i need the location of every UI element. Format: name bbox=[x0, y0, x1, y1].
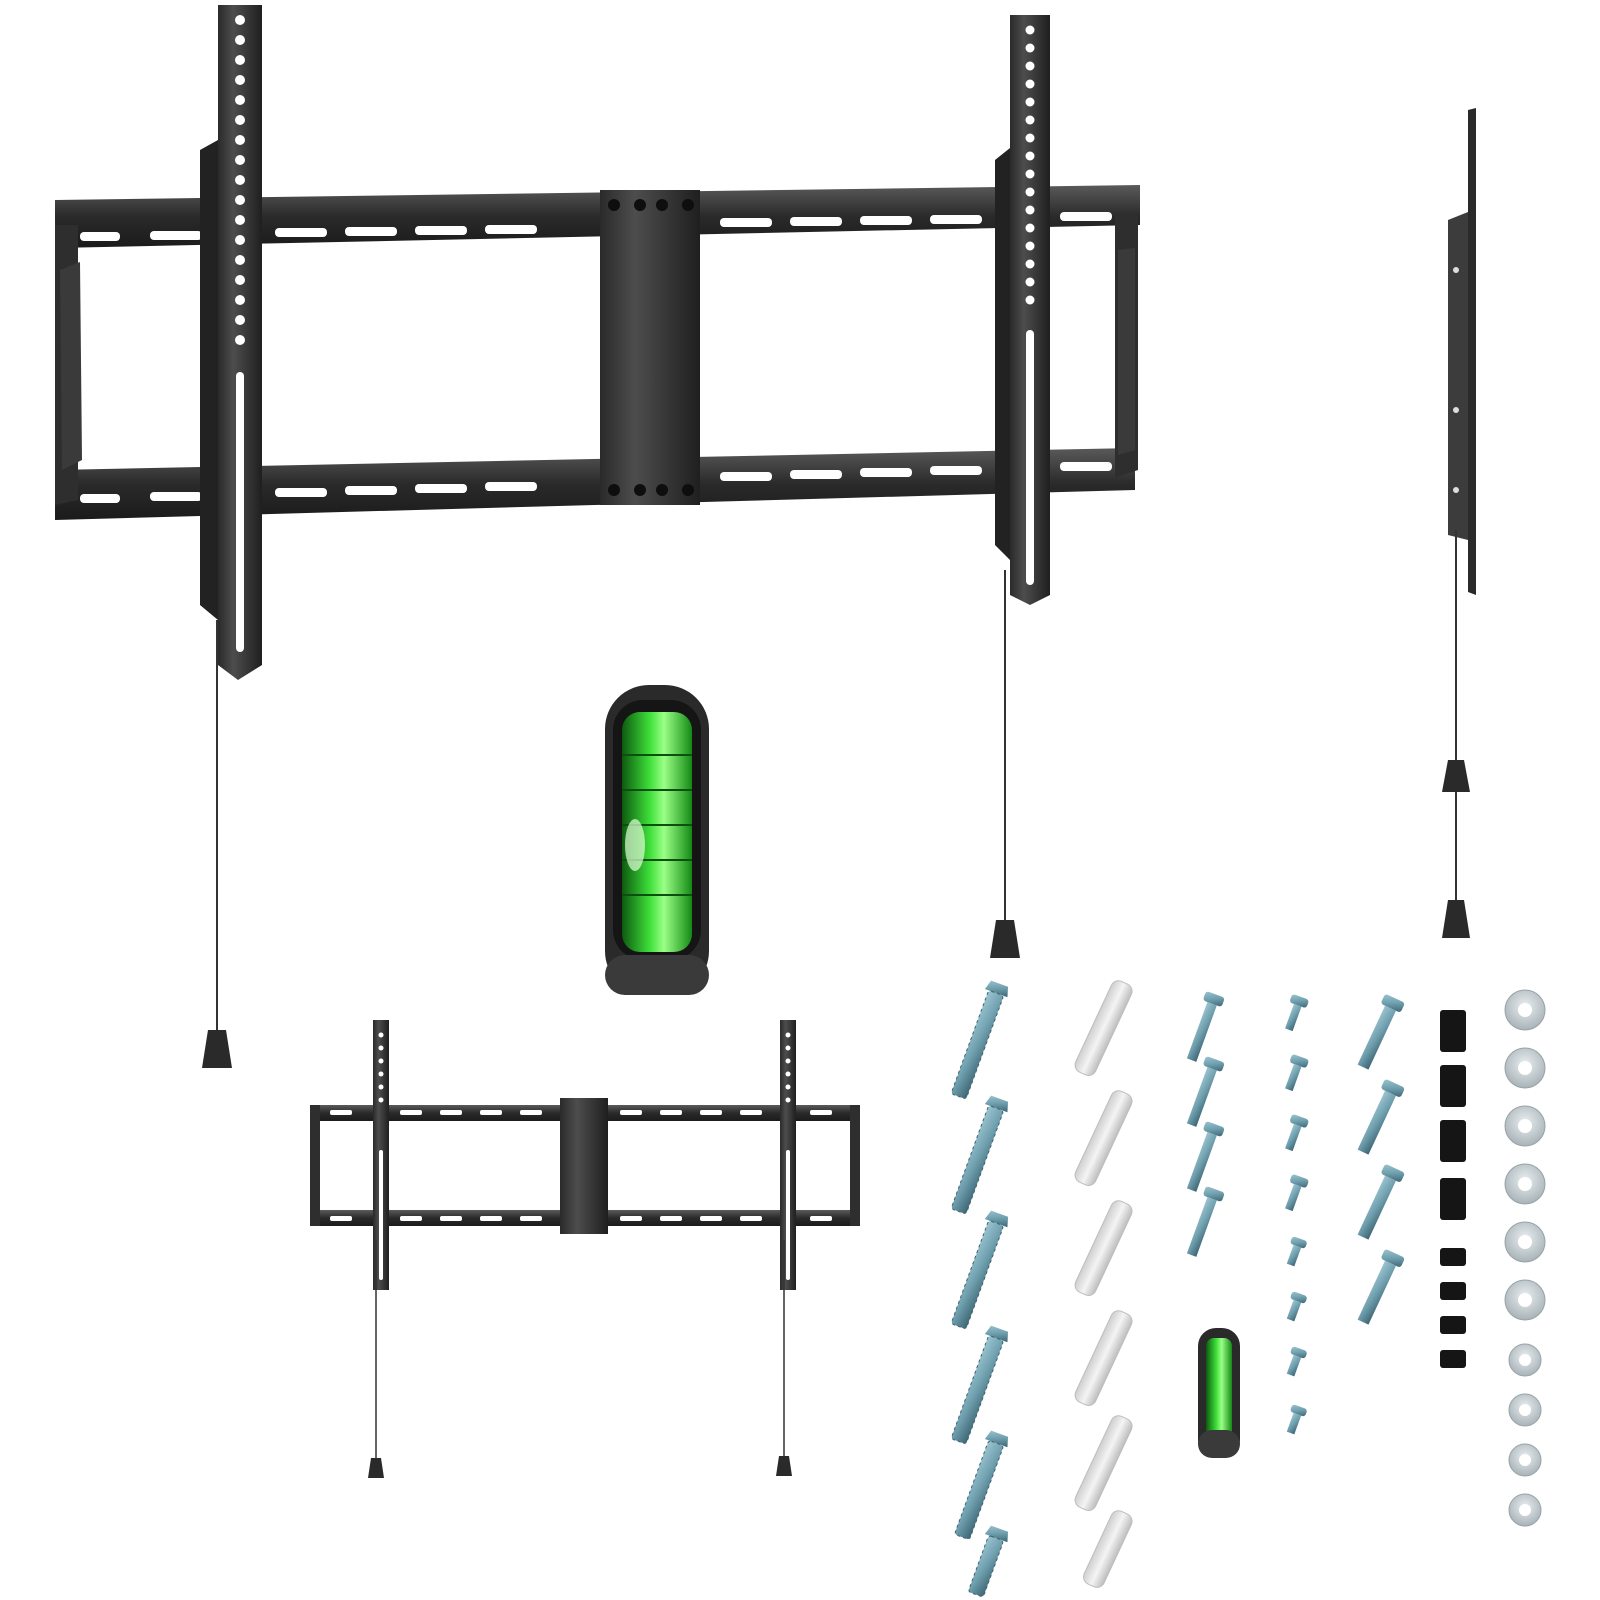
left-arm-holes bbox=[235, 15, 245, 652]
center-plate-screws bbox=[608, 199, 694, 496]
left-side-arm bbox=[60, 262, 82, 470]
right-side-arm bbox=[1118, 248, 1135, 455]
bottom-rail bbox=[55, 448, 1135, 520]
spacers bbox=[1440, 1010, 1466, 1368]
right-arm-bracket bbox=[995, 148, 1010, 560]
right-vertical-arm bbox=[1010, 15, 1050, 605]
left-arm-bracket bbox=[200, 140, 218, 620]
lag-bolts bbox=[951, 980, 1009, 1597]
right-arm-holes bbox=[1025, 25, 1035, 585]
wall-anchors bbox=[1074, 980, 1133, 1588]
bubble-level-large bbox=[605, 685, 709, 995]
top-rail-slots bbox=[80, 212, 1112, 241]
side-profile-bracket bbox=[1442, 108, 1476, 938]
right-cord-handle bbox=[990, 920, 1020, 958]
left-cord-handle bbox=[202, 1030, 232, 1068]
m8-screws-long bbox=[1186, 991, 1225, 1257]
m8-screws-large bbox=[1357, 994, 1405, 1325]
bubble-level-small bbox=[1198, 1328, 1240, 1458]
m6-screws-short bbox=[1285, 994, 1309, 1435]
center-plate bbox=[600, 190, 700, 505]
bottom-rail-slots bbox=[80, 462, 1112, 503]
main-bracket bbox=[55, 5, 1140, 1068]
small-bracket bbox=[310, 1020, 860, 1478]
washers bbox=[1504, 989, 1546, 1527]
